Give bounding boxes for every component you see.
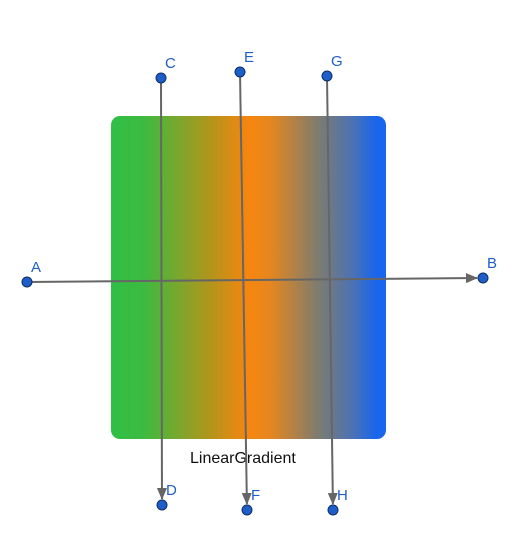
point-d[interactable] xyxy=(156,499,168,511)
vector-gh xyxy=(326,75,338,506)
point-c[interactable] xyxy=(155,72,167,84)
point-label-b: B xyxy=(487,255,497,272)
point-b[interactable] xyxy=(477,272,489,284)
point-h[interactable] xyxy=(327,504,339,516)
point-g[interactable] xyxy=(321,70,333,82)
point-label-c: C xyxy=(165,55,176,72)
vector-ef xyxy=(239,71,252,506)
vector-cd xyxy=(156,77,167,501)
point-label-e: E xyxy=(244,49,254,66)
point-f[interactable] xyxy=(241,504,253,516)
vector-ab xyxy=(26,273,479,284)
point-label-d: D xyxy=(166,482,177,499)
point-label-f: F xyxy=(251,487,260,504)
point-label-h: H xyxy=(337,487,348,504)
point-e[interactable] xyxy=(234,66,246,78)
point-label-a: A xyxy=(31,259,41,276)
point-label-g: G xyxy=(331,53,343,70)
linear-gradient-rectangle xyxy=(111,116,386,439)
gradient-caption: LinearGradient xyxy=(190,450,296,467)
point-a[interactable] xyxy=(21,276,33,288)
